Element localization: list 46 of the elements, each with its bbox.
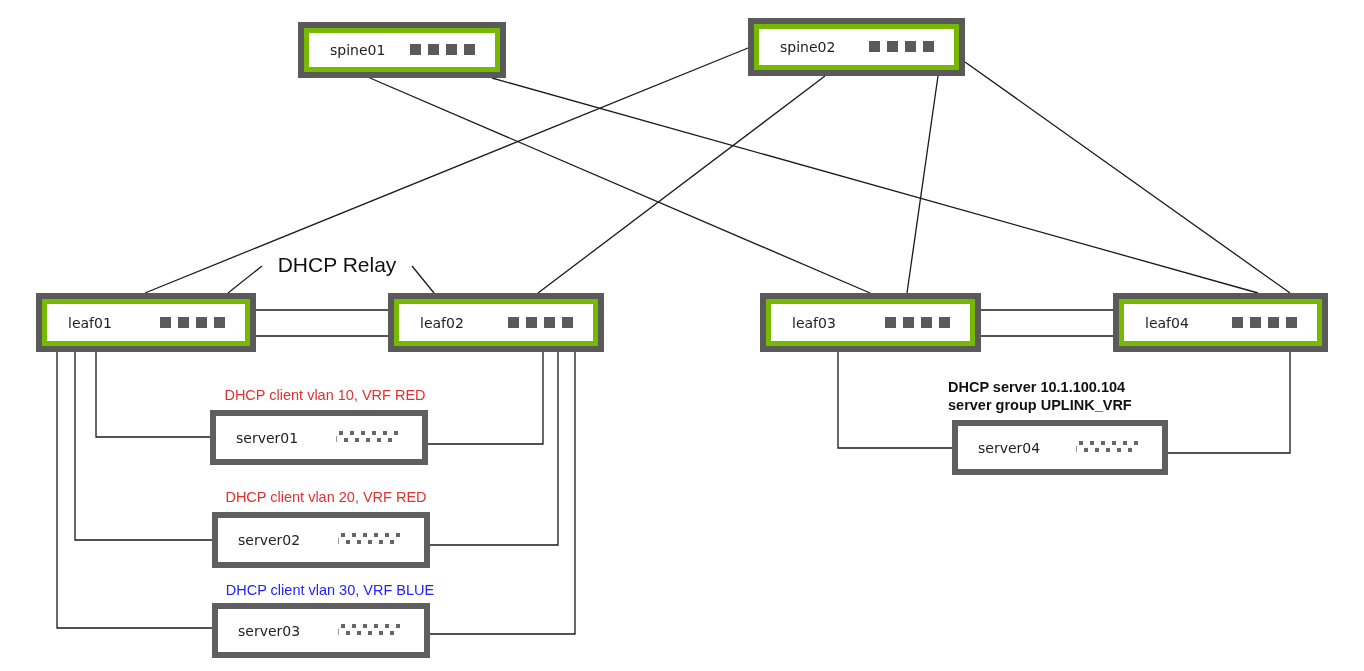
network-link — [255, 335, 389, 337]
network-link — [491, 77, 1259, 294]
device-name: leaf02 — [420, 314, 464, 331]
annotation-text: DHCP client vlan 20, VRF RED — [225, 488, 427, 506]
leader-line — [411, 265, 435, 294]
device-name: spine02 — [780, 39, 836, 55]
network-link — [369, 77, 871, 294]
annotation-text: DHCP Relay — [277, 253, 397, 277]
annotation-text: server group UPLINK_VRF — [948, 396, 1132, 414]
annotation-text: DHCP client vlan 10, VRF RED — [224, 386, 426, 404]
switch-box — [748, 18, 965, 76]
network-link — [429, 351, 559, 546]
annotation-text: DHCP server 10.1.100.104 — [948, 378, 1126, 396]
server-box — [212, 512, 430, 568]
server-box — [952, 420, 1168, 475]
switch-box — [1113, 293, 1328, 352]
device-name: server01 — [236, 429, 299, 446]
network-link — [537, 75, 826, 294]
leader-line — [227, 265, 263, 294]
network-link — [980, 335, 1114, 337]
network-link — [144, 47, 749, 294]
network-link — [74, 351, 213, 541]
network-link — [906, 75, 939, 294]
server-box — [212, 603, 430, 658]
device-name: leaf01 — [68, 314, 112, 331]
network-link — [427, 351, 544, 445]
network-link — [56, 351, 213, 629]
device-name: server02 — [238, 532, 301, 548]
network-link — [429, 351, 576, 635]
device-name: leaf03 — [792, 314, 836, 331]
network-link — [837, 351, 953, 449]
switch-box — [298, 22, 506, 78]
network-link — [1167, 351, 1291, 454]
switch-box — [36, 293, 256, 352]
device-name: server04 — [978, 439, 1041, 456]
device-name: leaf04 — [1145, 314, 1189, 331]
network-link — [980, 309, 1114, 311]
server-box — [210, 410, 428, 465]
annotation-text: DHCP client vlan 30, VRF BLUE — [225, 581, 435, 599]
network-link — [95, 351, 211, 438]
switch-box — [760, 293, 981, 352]
network-link — [964, 61, 1291, 294]
switch-box — [388, 293, 604, 352]
device-name: server03 — [238, 622, 301, 639]
network-link — [255, 309, 389, 311]
device-name: spine01 — [330, 42, 386, 58]
